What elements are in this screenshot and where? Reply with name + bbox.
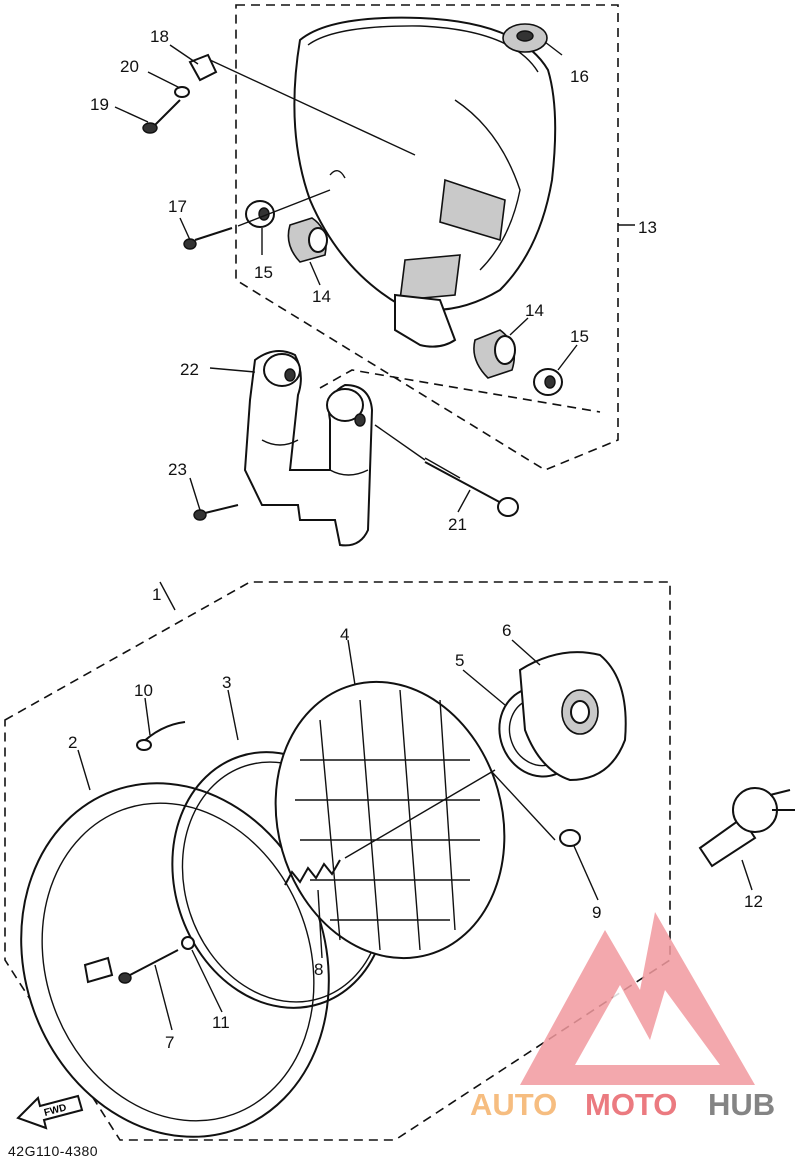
automotohub-logo: AUTO MOTO HUB <box>470 912 775 1122</box>
lens-unit-4 <box>274 680 506 960</box>
nut-9 <box>559 829 581 847</box>
socket-cover-6 <box>518 651 627 782</box>
callout-20: 20 <box>120 57 139 76</box>
callout-1: 1 <box>152 585 161 604</box>
logo-text-auto: AUTO <box>470 1087 557 1122</box>
bolt-7 <box>118 949 179 984</box>
logo-text-hub: HUB <box>708 1087 775 1122</box>
screw-19 <box>142 99 181 134</box>
spring-8 <box>284 859 341 886</box>
headlight-unit-group-outline <box>4 581 671 1141</box>
callout-7: 7 <box>165 1033 174 1052</box>
damper-14-right <box>473 329 516 379</box>
collar-15-right <box>533 368 563 396</box>
logo-text-moto: MOTO <box>585 1087 677 1122</box>
fwd-arrow-icon: FWD <box>16 1094 84 1130</box>
callout-16: 16 <box>570 67 589 86</box>
callout-13: 13 <box>638 218 657 237</box>
grommet-16 <box>502 23 548 53</box>
callout-14-right: 14 <box>525 301 544 320</box>
diagram-code: 42G110-4380 <box>8 1143 99 1159</box>
callout-22: 22 <box>180 360 199 379</box>
callout-21: 21 <box>448 515 467 534</box>
wire-clip-10 <box>136 721 186 751</box>
callout-12: 12 <box>744 892 763 911</box>
leader-lines <box>77 41 753 1031</box>
washer-11 <box>181 936 195 950</box>
callout-9: 9 <box>592 903 601 922</box>
callout-19: 19 <box>90 95 109 114</box>
callout-15-right: 15 <box>570 327 589 346</box>
clip-18 <box>188 53 218 82</box>
callout-4: 4 <box>340 625 349 644</box>
screw-17 <box>183 227 233 250</box>
bolt-23 <box>193 504 239 521</box>
callout-18: 18 <box>150 27 169 46</box>
callout-11: 11 <box>212 1013 230 1032</box>
headlight-housing <box>293 16 557 348</box>
callout-6: 6 <box>502 621 511 640</box>
callout-8: 8 <box>314 960 323 979</box>
headlight-bracket-22 <box>243 350 374 547</box>
callout-2: 2 <box>68 733 77 752</box>
callout-10: 10 <box>134 681 153 700</box>
headlight-rim-2 <box>20 782 330 1138</box>
callout-17: 17 <box>168 197 187 216</box>
bolt-21 <box>424 457 519 517</box>
callout-15-left: 15 <box>254 263 273 282</box>
callout-5: 5 <box>455 651 464 670</box>
callout-23: 23 <box>168 460 187 479</box>
callout-3: 3 <box>222 673 231 692</box>
housing-group-outline <box>235 4 619 471</box>
headlight-bulb-12 <box>698 787 795 868</box>
washer-20 <box>174 86 190 98</box>
callout-14-left: 14 <box>312 287 331 306</box>
damper-14-left <box>287 217 328 263</box>
